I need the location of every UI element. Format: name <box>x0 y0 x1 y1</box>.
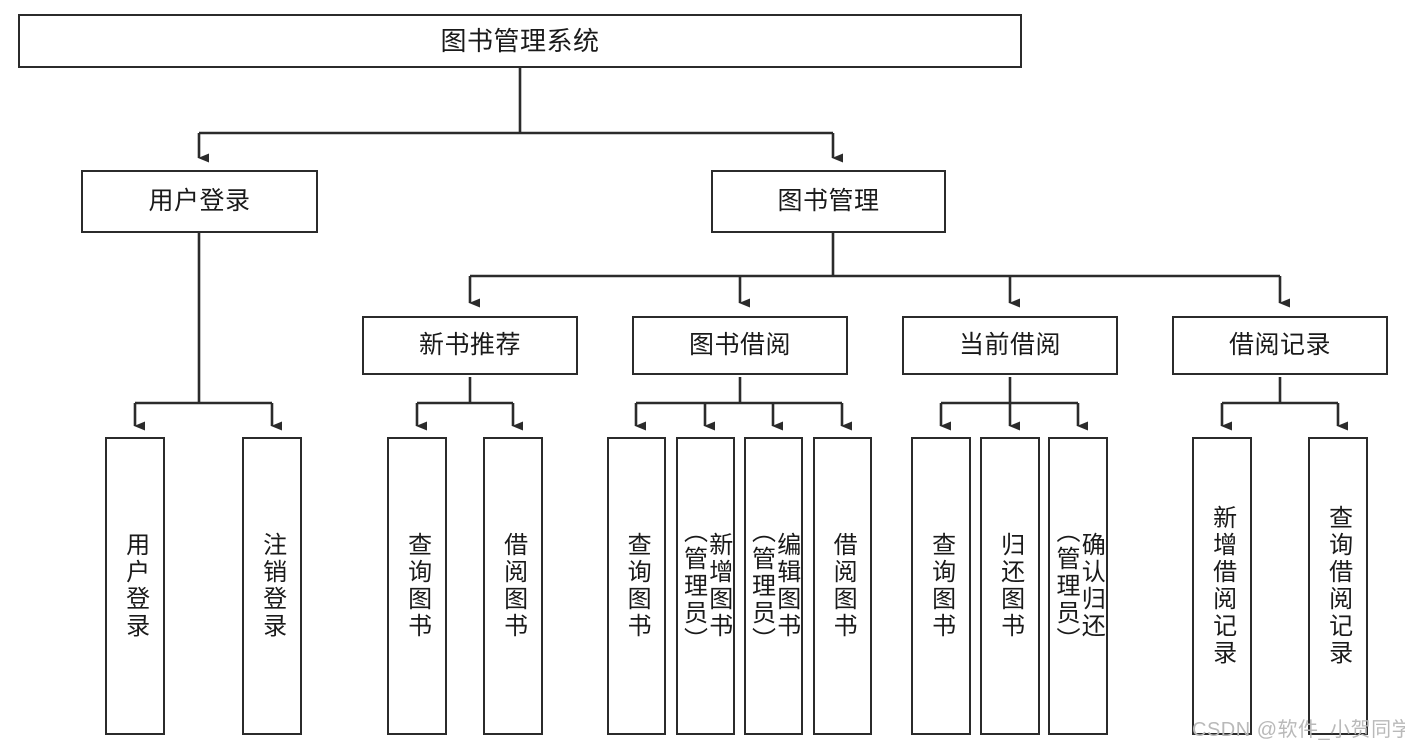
node-book-management[interactable]: 图书管理 <box>711 170 946 233</box>
node-label: 查询借阅记录 <box>1324 505 1352 667</box>
node-borrow-record[interactable]: 借阅记录 <box>1172 316 1388 375</box>
node-current-borrow[interactable]: 当前借阅 <box>902 316 1118 375</box>
node-label: 借阅图书 <box>499 532 527 640</box>
node-leaf-add-record[interactable]: 新增借阅记录 <box>1192 437 1252 735</box>
node-label: 查询图书 <box>927 532 955 640</box>
node-label: 用户登录 <box>121 532 149 640</box>
node-label: 图书借阅 <box>688 330 791 359</box>
node-leaf-borrow-book-2[interactable]: 借阅图书 <box>813 437 872 735</box>
edge-recommend-to-leaves <box>415 377 523 431</box>
node-label: 当前借阅 <box>958 330 1061 359</box>
node-leaf-edit-book[interactable]: 编辑图书 （管理员） <box>744 437 803 735</box>
node-leaf-query-book-1[interactable]: 查询图书 <box>387 437 447 735</box>
node-label: 用户登录 <box>148 186 251 215</box>
node-leaf-return-book[interactable]: 归还图书 <box>980 437 1040 735</box>
node-label: 借阅记录 <box>1228 330 1331 359</box>
node-label: 新增图书 （管理员） <box>679 518 732 654</box>
node-new-book-recommend[interactable]: 新书推荐 <box>362 316 578 375</box>
node-label: 注销登录 <box>258 532 286 640</box>
node-label: 借阅图书 <box>829 532 857 640</box>
node-label: 查询图书 <box>403 532 431 640</box>
node-label: 新增借阅记录 <box>1208 505 1236 667</box>
node-leaf-borrow-book-1[interactable]: 借阅图书 <box>483 437 543 735</box>
node-leaf-query-book-2[interactable]: 查询图书 <box>607 437 666 735</box>
node-leaf-query-record[interactable]: 查询借阅记录 <box>1308 437 1368 735</box>
watermark-text: CSDN @软件_小贺同学 <box>1192 719 1405 741</box>
node-label: 编辑图书 （管理员） <box>747 518 800 654</box>
edge-bookmgmt-to-level3 <box>468 233 1290 308</box>
node-label: 查询图书 <box>623 532 651 640</box>
edge-currentborrow-to-leaves <box>939 377 1088 431</box>
node-label: 新书推荐 <box>418 330 521 359</box>
node-leaf-confirm-return[interactable]: 确认归还 （管理员） <box>1048 437 1108 735</box>
edge-bookborrow-to-leaves <box>634 377 852 431</box>
node-root-book-management-system[interactable]: 图书管理系统 <box>18 14 1022 68</box>
node-leaf-user-login[interactable]: 用户登录 <box>105 437 165 735</box>
node-leaf-add-book[interactable]: 新增图书 （管理员） <box>676 437 735 735</box>
node-label: 图书管理 <box>777 186 880 215</box>
node-user-login[interactable]: 用户登录 <box>81 170 318 233</box>
edge-borrowrecord-to-leaves <box>1220 377 1348 431</box>
edge-root-to-level2 <box>197 68 843 163</box>
node-label: 确认归还 （管理员） <box>1052 518 1105 654</box>
node-leaf-query-book-3[interactable]: 查询图书 <box>911 437 971 735</box>
node-label: 归还图书 <box>996 532 1024 640</box>
node-leaf-logout[interactable]: 注销登录 <box>242 437 302 735</box>
node-book-borrow[interactable]: 图书借阅 <box>632 316 848 375</box>
node-label: 图书管理系统 <box>440 25 600 56</box>
edge-userlogin-to-leaves <box>133 233 282 431</box>
